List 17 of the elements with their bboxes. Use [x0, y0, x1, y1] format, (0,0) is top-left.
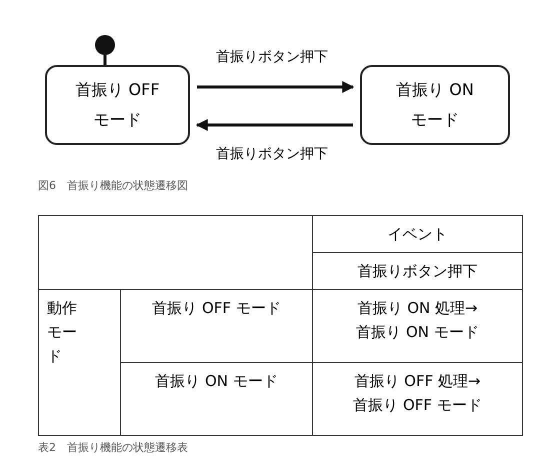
state-cell: 首振り OFF モード — [120, 290, 312, 362]
state-name: 首振り OFFモード — [74, 79, 161, 131]
connector-line — [104, 55, 106, 65]
initial-state-dot — [95, 35, 115, 55]
state-box — [360, 65, 510, 145]
state-cell: 首振り ON モード — [120, 362, 312, 436]
row-header: 動作モード — [38, 290, 120, 436]
arrow — [196, 119, 353, 131]
caption: 図6 首振り機能の状態遷移図 — [38, 178, 188, 193]
header-cell: イベント — [312, 216, 522, 252]
arrow — [197, 81, 354, 93]
state-box — [45, 65, 190, 145]
header-cell: 首振りボタン押下 — [312, 252, 522, 290]
action-cell: 首振り ON 処理→首振り ON モード — [312, 290, 522, 362]
action-cell: 首振り OFF 処理→首振り OFF モード — [312, 362, 522, 436]
state-name: 首振り ONモード — [395, 79, 475, 131]
caption: 表2 首振り機能の状態遷移表 — [38, 440, 188, 455]
